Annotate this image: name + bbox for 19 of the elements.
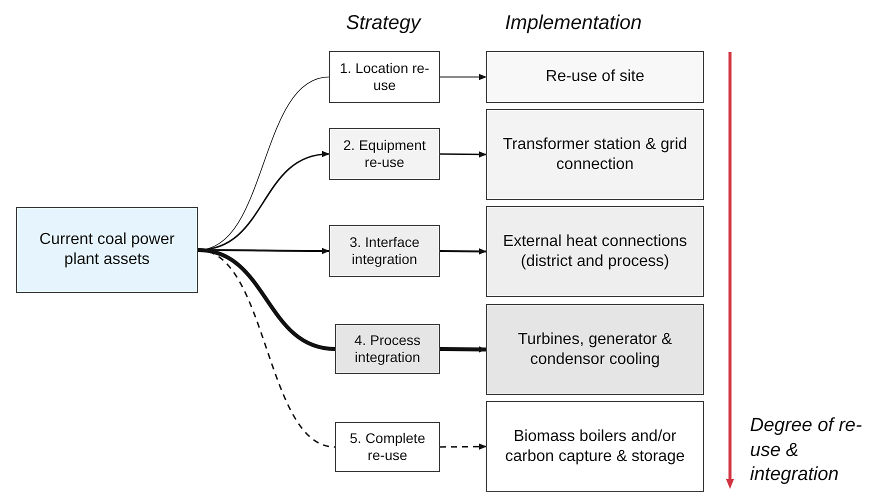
connector-arrow <box>440 346 487 353</box>
process-box: Turbines, generator & condensor cooling <box>486 304 704 395</box>
process-box: External heat connections (district and process) <box>486 206 704 297</box>
process-box: Re-use of site <box>486 51 704 103</box>
connector-arrow <box>440 151 487 158</box>
process-box: 1. Location re-use <box>329 51 440 103</box>
process-box: Transformer station & grid connection <box>486 109 704 200</box>
column-heading: Strategy <box>346 12 420 35</box>
process-box: 5. Complete re-use <box>335 422 440 472</box>
process-box: 3. Interface integration <box>329 225 440 277</box>
connector-arrow <box>440 443 487 450</box>
connector-arrow <box>440 74 487 80</box>
connector-arrow <box>440 248 487 255</box>
process-box: Current coal power plant assets <box>16 207 198 293</box>
column-heading: Implementation <box>505 12 642 35</box>
process-box: Biomass boilers and/or carbon capture & storage <box>486 401 704 492</box>
process-box: 2. Equipment re-use <box>329 128 440 180</box>
process-box: 4. Process integration <box>335 324 440 374</box>
axis-label: Degree of re-use & integration <box>750 414 863 488</box>
